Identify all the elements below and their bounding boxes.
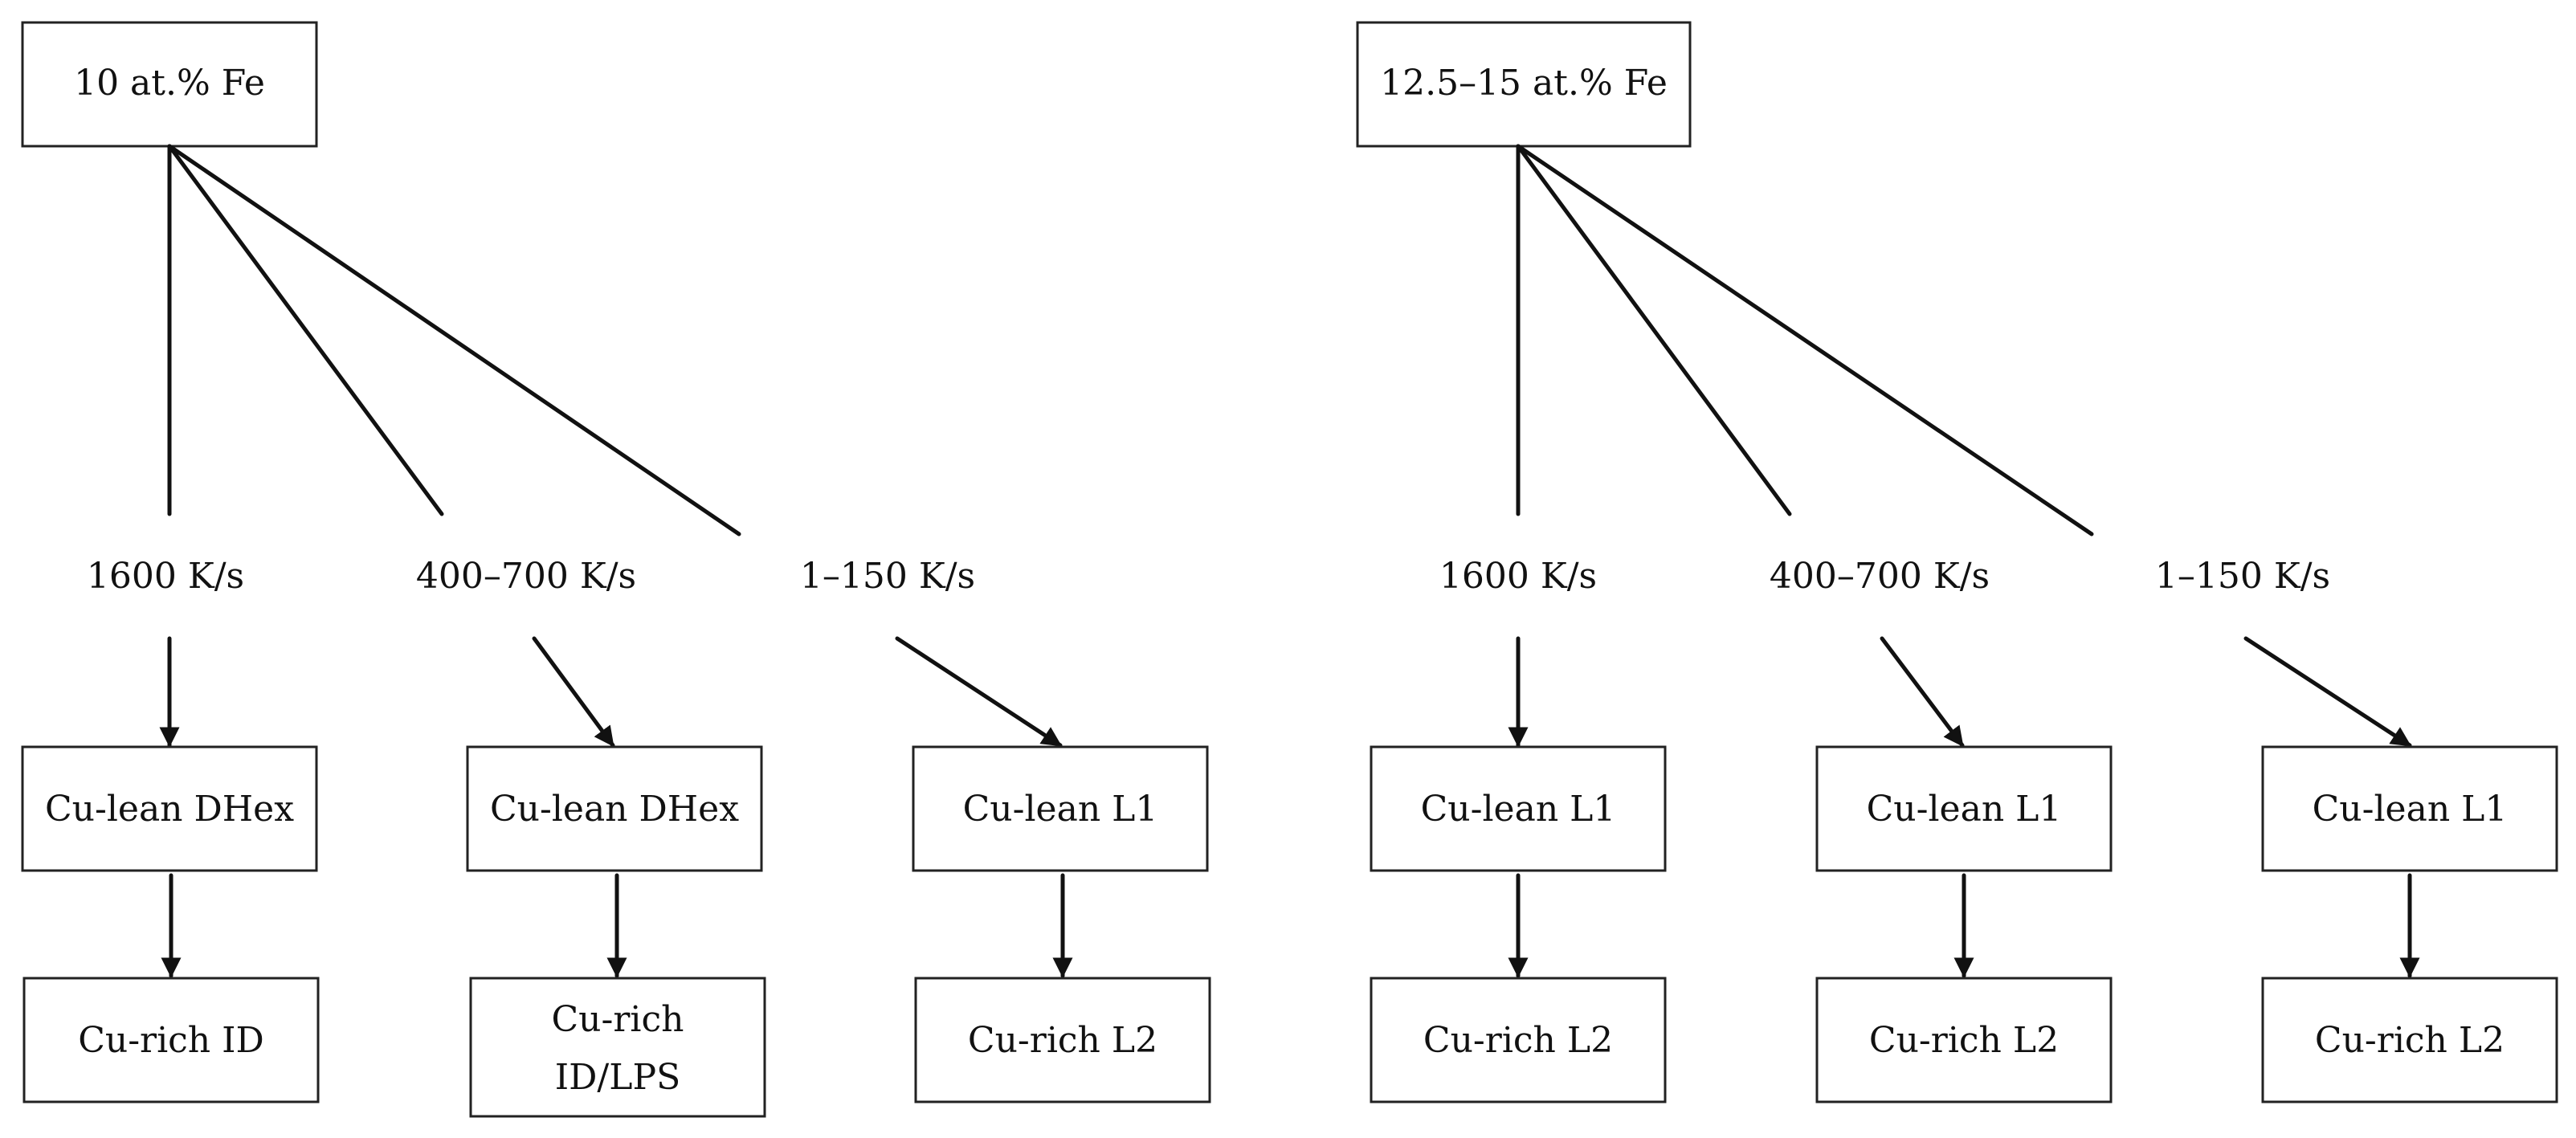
cooling-rate-label: 400–700 K/s [1770, 556, 1990, 597]
second-phase-label: Cu-rich [552, 999, 684, 1040]
first-phase-label: Cu-lean L1 [2313, 789, 2508, 830]
second-phase-box [22, 977, 320, 1103]
second-phase-label: Cu-rich L2 [968, 1020, 1157, 1061]
cooling-rate-label: 1–150 K/s [2155, 556, 2330, 597]
second-phase-box [2261, 977, 2558, 1103]
cooling-rate-label: 1–150 K/s [800, 556, 975, 597]
root-to-rate-line [167, 144, 444, 516]
root-box [1356, 21, 1692, 148]
arrow-rate-to-phase [1880, 636, 1965, 748]
first-phase-box [1815, 745, 2113, 872]
cooling-rate-label: 1600 K/s [87, 556, 244, 597]
arrow-rate-to-phase [2243, 636, 2412, 748]
first-phase-box [21, 745, 318, 872]
arrow-rate-to-phase [895, 636, 1063, 748]
first-phase-box [466, 745, 763, 872]
tree-12-15-fe: 12.5–15 at.% Fe 1600 K/s 400–700 K/s 1–1… [1356, 21, 2558, 1103]
root-to-rate-line [1516, 144, 1792, 516]
root-label: 12.5–15 at.% Fe [1380, 63, 1668, 104]
second-phase-label: Cu-rich L2 [1869, 1020, 2059, 1061]
second-phase-box [1815, 977, 2113, 1103]
second-phase-label: Cu-rich L2 [1423, 1020, 1613, 1061]
first-phase-label: Cu-lean L1 [1421, 789, 1616, 830]
second-phase-label: Cu-rich ID [78, 1020, 264, 1061]
root-to-rate-line [167, 144, 741, 536]
second-phase-label: ID/LPS [555, 1057, 680, 1098]
arrow-rate-to-phase [532, 636, 615, 748]
first-phase-box [2261, 745, 2558, 872]
second-phase-box [1370, 977, 1667, 1103]
root-box [21, 21, 318, 148]
root-label: 10 at.% Fe [74, 63, 265, 104]
cooling-rate-label: 1600 K/s [1439, 556, 1597, 597]
cooling-rate-label: 400–700 K/s [416, 556, 636, 597]
root-to-rate-line [1516, 144, 2094, 536]
second-phase-label: Cu-rich L2 [2315, 1020, 2505, 1061]
first-phase-box [1370, 745, 1667, 872]
first-phase-label: Cu-lean DHex [45, 789, 294, 830]
first-phase-label: Cu-lean L1 [963, 789, 1158, 830]
first-phase-label: Cu-lean L1 [1867, 789, 2062, 830]
first-phase-label: Cu-lean DHex [490, 789, 739, 830]
first-phase-box [912, 745, 1209, 872]
second-phase-box [469, 977, 766, 1118]
tree-10-fe: 10 at.% Fe 1600 K/s 400–700 K/s 1–150 K/… [21, 21, 1211, 1118]
second-phase-box [914, 977, 1211, 1103]
